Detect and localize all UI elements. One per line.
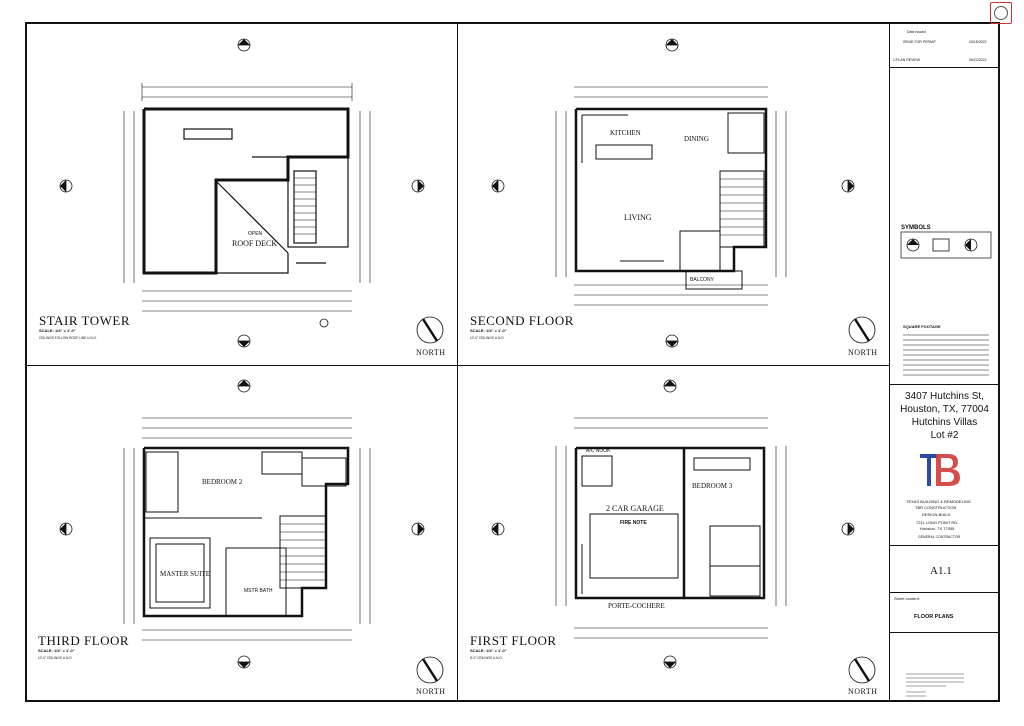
issue-date: 03/15/2022 [969,40,987,44]
square-footage-label: SQUARE FOOTAGE [903,324,941,329]
project-address-line-1: 3407 Hutchins St, [905,391,984,402]
north-label: NORTH [848,687,878,696]
stair-tower-plan-drawing [59,38,425,348]
north-arrow-icon [416,316,444,344]
room-label-dining: DINING [684,135,709,143]
project-lot: Lot #2 [930,430,959,441]
general-contractor-label: GENERAL CONTRACTOR [918,535,961,539]
room-label-kitchen: KITCHEN [610,129,641,137]
stair-tower-scale: SCALE: 1/4" = 1'-0" [39,328,76,333]
sheet-content-label: Sheet content: [894,596,920,601]
company-name-line-2: TBR CONSTRUCTION [915,505,957,510]
north-arrow-icon [416,656,444,684]
north-label: NORTH [416,687,446,696]
north-label: NORTH [848,348,878,357]
room-label-ac-nook: A/C NOOK [586,448,611,454]
north-arrow-icon [848,316,876,344]
room-label-bedroom-2: BEDROOM 2 [202,478,243,486]
first-floor-note: 8'-0" CEILINGS U.N.O. [470,656,503,660]
room-label-master-suite: MASTER SUITE [160,570,210,578]
second-floor-scale: SCALE: 1/4" = 1'-0" [470,328,507,333]
panel-first-floor: A/C NOOK 2 CAR GARAGE FIRE NOTE PORTE-CO… [458,366,889,701]
third-floor-plan-drawing [59,379,425,669]
first-floor-title: FIRST FLOOR [470,633,557,648]
panel-divider-vertical [457,23,458,701]
review-date: 06/22/2022 [969,58,987,62]
sheet-content: FLOOR PLANS [914,614,954,620]
project-address-line-2: Houston, TX, 77004 [900,404,989,415]
stair-tower-title: STAIR TOWER [39,313,131,328]
room-label-open: OPEN [248,231,263,237]
fire-note-heading: FIRE NOTE [620,520,647,526]
panel-divider-horizontal [26,365,889,366]
company-logo-icon [920,454,960,486]
first-floor-plan-drawing [491,379,855,669]
third-floor-scale: SCALE: 1/4" = 1'-0" [38,648,75,653]
panel-third-floor: BEDROOM 2 MASTER SUITE MSTR BATH THIRD F… [26,366,457,701]
symbols-legend [900,231,992,259]
seal-stamp [990,2,1012,24]
room-label-bedroom-3: BEDROOM 3 [692,482,733,490]
room-label-roof-deck: ROOF DECK [232,239,278,248]
third-floor-title: THIRD FLOOR [38,633,130,648]
first-floor-scale: SCALE: 1/4" = 1'-0" [470,648,507,653]
design-build-label: DESIGN-BUILD [922,512,951,517]
company-city: Houston, TX 77055 [920,526,955,531]
plan-review-label: 2-PLAN REVIEW [893,58,921,62]
symbols-label: SYMBOLS [901,225,931,231]
company-name-line-1: TEXAS BUILDING & REMODELING [906,499,971,504]
issue-for-permit-label: ISSUE FOR PERMIT [903,40,937,44]
room-label-garage: 2 CAR GARAGE [606,504,664,513]
stair-tower-note: CEILINGS FOLLOW ROOF LINE U.N.O. [39,336,97,340]
sheet-number: A1.1 [930,565,952,577]
north-label: NORTH [416,348,446,357]
second-floor-plan-drawing [491,38,855,348]
company-address: 7211 LONG POINT RD. [916,520,959,525]
drawing-sheet [25,22,1000,702]
date-issued-label: Date Issued [907,30,926,34]
disclaimer-text-block [906,673,964,697]
titleblock-divider [889,23,890,701]
second-floor-note: 10'-0" CEILINGS U.N.O. [470,336,505,340]
north-arrow-icon [848,656,876,684]
panel-second-floor: KITCHEN DINING LIVING BALCONY SECOND FLO… [458,23,889,365]
room-label-balcony: BALCONY [690,277,714,283]
third-floor-note: 10'-0" CEILINGS U.N.O. [38,656,73,660]
room-label-master-bath: MSTR BATH [244,588,273,594]
room-label-living: LIVING [624,213,652,222]
square-footage-table [903,334,989,376]
second-floor-title: SECOND FLOOR [470,313,574,328]
room-label-porte-cochere: PORTE-COCHERE [608,602,665,610]
panel-stair-tower: ROOF DECK OPEN STAIR TOWER SCALE: 1/4" =… [26,23,457,365]
project-name: Hutchins Villas [911,417,978,428]
title-block: Date Issued ISSUE FOR PERMIT 03/15/2022 … [889,22,1000,702]
